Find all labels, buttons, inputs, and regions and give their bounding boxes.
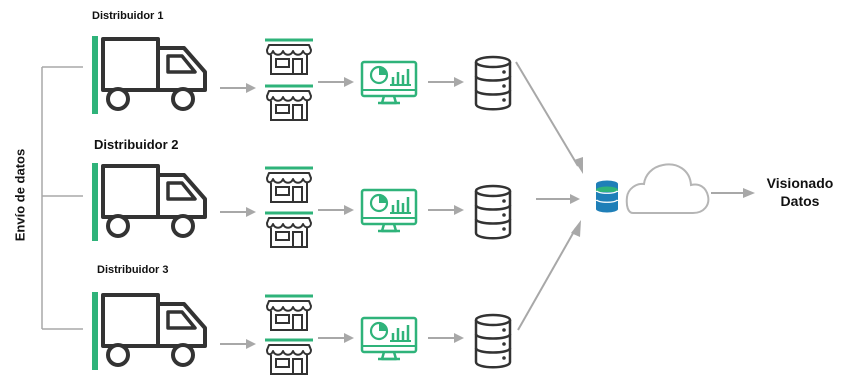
arrow-icon (219, 206, 257, 218)
database-icon (474, 55, 512, 111)
monitor-chart-icon (360, 316, 418, 361)
distributor-3-label: Distribuidor 3 (97, 264, 169, 276)
arrow-icon (317, 204, 355, 216)
truck-icon (90, 161, 207, 243)
database-icon (474, 184, 512, 240)
arrow-icon (427, 76, 465, 88)
distributor-1-label: Distribuidor 1 (92, 10, 164, 22)
output-label-line2: Datos (780, 193, 820, 209)
truck-icon (90, 34, 207, 116)
output-label: Visionado Datos (760, 174, 840, 210)
store-icon (263, 38, 315, 76)
arrow-icon (219, 82, 257, 94)
arrow-icon (219, 338, 257, 350)
arrow-icon (427, 204, 465, 216)
store-icon (263, 211, 315, 249)
side-bracket (41, 66, 83, 330)
cloud-icon (625, 163, 710, 214)
monitor-chart-icon (360, 188, 418, 233)
store-icon (263, 338, 315, 375)
truck-icon (90, 290, 207, 372)
arrow-icon (317, 332, 355, 344)
distributor-2-label: Distribuidor 2 (94, 137, 179, 152)
store-icon (263, 294, 315, 332)
arrow-icon (317, 76, 355, 88)
output-label-line1: Visionado (766, 175, 834, 191)
output-arrow (711, 188, 755, 198)
converge-arrows (515, 61, 583, 331)
store-icon (263, 166, 315, 204)
database-small-icon (596, 180, 618, 213)
monitor-chart-icon (360, 60, 418, 105)
store-icon (263, 84, 315, 122)
database-icon (474, 313, 512, 369)
arrow-icon (427, 332, 465, 344)
side-label: Envío de datos (12, 148, 28, 242)
